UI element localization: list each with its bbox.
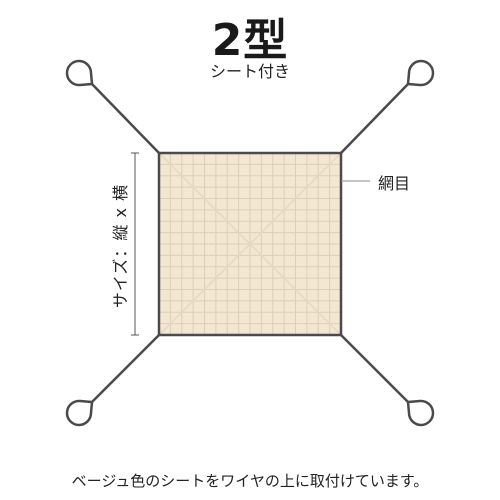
wire-loop-icon [406,399,435,427]
corner-wire-bottom-right [339,333,411,405]
size-label: サイズ：縦 x 横 [111,183,130,309]
wire-loop-icon [65,399,94,427]
corner-wire-top-right [339,81,411,155]
wire-loop-icon [65,59,94,87]
page-title: 2型 [211,15,289,66]
caption-text: ベージュ色のシートをワイヤの上に取付けています。 [71,472,429,490]
corner-wire-bottom-left [89,333,161,405]
diagonal-wire [158,152,342,336]
wire-loop-icon [406,59,435,87]
page-subtitle: シート付き [209,62,290,81]
corner-wire-top-left [89,81,161,155]
mesh-label: 網目 [378,174,411,193]
net-frame [157,151,343,337]
